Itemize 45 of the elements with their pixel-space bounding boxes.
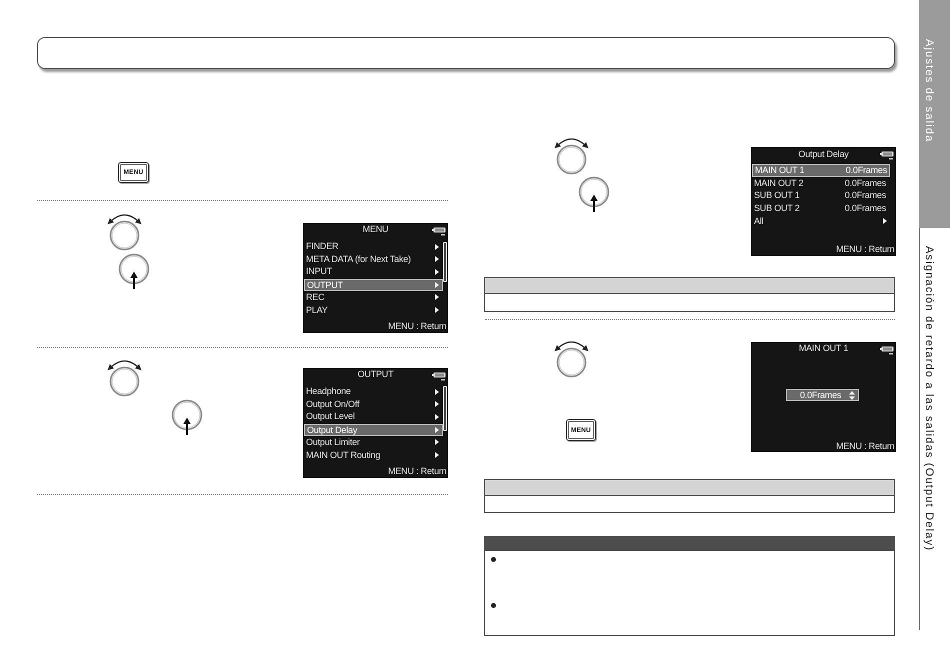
lcd-screen bbox=[751, 147, 896, 256]
menu-value: 0.0Frames bbox=[844, 202, 886, 216]
menu-item: PLAY bbox=[306, 304, 328, 316]
lcd-screen bbox=[751, 342, 896, 452]
menu-item: Headphone bbox=[306, 385, 351, 398]
menu-item: Output On/Off bbox=[306, 398, 360, 411]
selected-menu-row bbox=[304, 278, 443, 291]
screen-hint: MENU : Return bbox=[388, 465, 446, 478]
title-banner bbox=[37, 37, 895, 69]
field-value: 0.0Frames bbox=[800, 390, 842, 400]
menu-item: Output Delay bbox=[307, 424, 358, 435]
screen-hint: MENU : Return bbox=[388, 320, 446, 333]
value-field bbox=[786, 389, 859, 401]
selected-menu-row bbox=[752, 164, 890, 177]
menu-item: Output Level bbox=[306, 410, 355, 424]
menu-value: 0.0Frames bbox=[844, 176, 886, 190]
screen-title: MAIN OUT 1 bbox=[798, 342, 848, 355]
menu-item: MAIN OUT Routing bbox=[306, 448, 380, 462]
empty-table bbox=[484, 479, 895, 513]
menu-item: FINDER bbox=[306, 240, 338, 253]
lcd-screen bbox=[303, 368, 448, 478]
menu-item: REC bbox=[306, 290, 324, 304]
empty-table bbox=[484, 277, 895, 312]
menu-item: MAIN OUT 1 bbox=[755, 165, 804, 176]
menu-item: Output Limiter bbox=[306, 436, 360, 449]
menu-item: OUTPUT bbox=[307, 280, 343, 290]
section-tab bbox=[919, 0, 950, 228]
menu-value: 0.0Frames bbox=[846, 165, 887, 176]
screen-title: Output Delay bbox=[798, 148, 849, 160]
menu-item: SUB OUT 2 bbox=[754, 202, 800, 216]
lcd-screen bbox=[303, 223, 448, 333]
tab-label: Ajustes de salida bbox=[922, 39, 935, 143]
screen-hint: MENU : Return bbox=[836, 440, 894, 452]
menu-item: All bbox=[754, 214, 764, 228]
menu-item: MAIN OUT 2 bbox=[754, 176, 804, 190]
screen-title: MENU bbox=[362, 223, 388, 236]
section-subtitle: Asignación de retardo a las salidas (Output Delay) bbox=[922, 246, 935, 552]
selected-menu-row bbox=[304, 424, 443, 436]
menu-value: 0.0Frames bbox=[844, 189, 886, 202]
menu-item: META DATA (for Next Take) bbox=[306, 252, 411, 266]
screen-title: OUTPUT bbox=[358, 368, 394, 381]
menu-item: SUB OUT 1 bbox=[754, 189, 800, 202]
note-box bbox=[484, 536, 895, 636]
menu-item: INPUT bbox=[306, 265, 332, 278]
screen-hint: MENU : Return bbox=[836, 242, 894, 256]
